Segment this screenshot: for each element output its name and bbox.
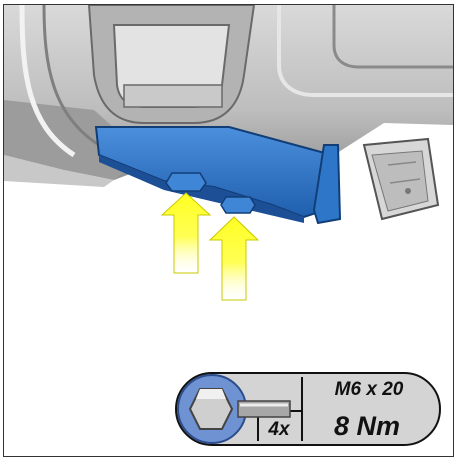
torque-label: 8 Nm	[333, 411, 401, 441]
lug-block	[123, 84, 223, 108]
bracket-flange	[312, 144, 342, 225]
rail-right-2	[332, 5, 453, 69]
rail-left-2	[42, 5, 100, 147]
connector-line	[389, 178, 421, 184]
machine-part-drawing	[4, 5, 453, 301]
connector-line	[387, 161, 417, 166]
bolt-spec-badge: M6 x 20 8 Nm 4x	[174, 371, 442, 447]
nut-1	[165, 172, 207, 192]
rail-right-1	[277, 5, 453, 97]
arrow-up-icon	[208, 216, 260, 301]
rail-left-1	[19, 5, 76, 158]
arrow-up-icon	[160, 192, 212, 274]
quantity-label: 4x	[268, 419, 290, 440]
nut-2	[220, 196, 256, 214]
connector-pin	[405, 188, 411, 194]
hex-bolt-icon	[177, 374, 291, 444]
assembly-illustration: M6 x 20 8 Nm 4x	[3, 4, 454, 457]
machine-lower-edge	[4, 155, 114, 187]
bolt-size-label: M6 x 20	[334, 379, 404, 400]
